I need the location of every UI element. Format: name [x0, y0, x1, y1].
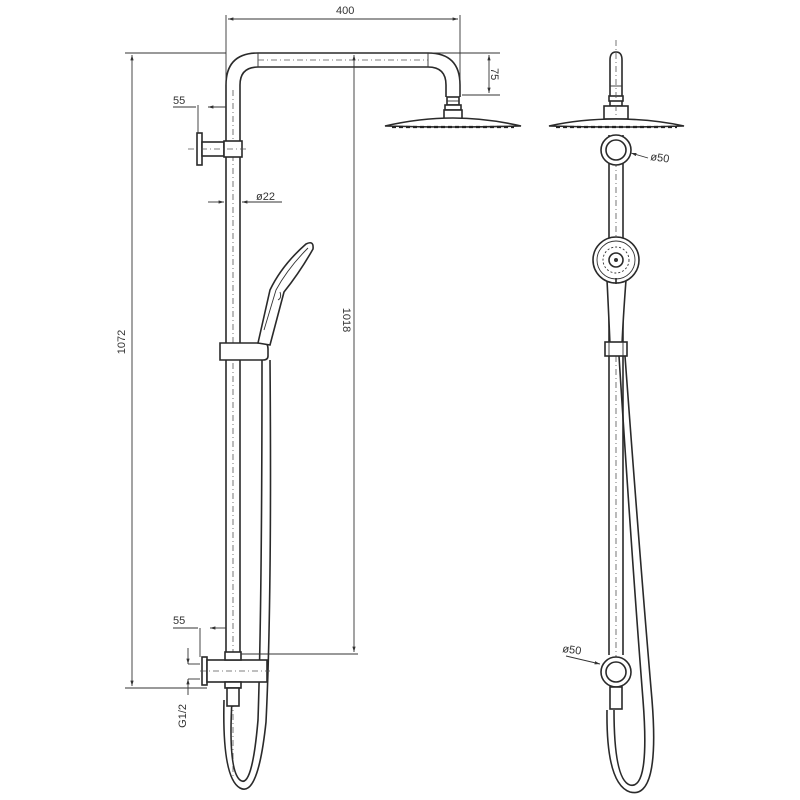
hand-shower-side: [257, 242, 314, 346]
slide-holder-front: [604, 341, 628, 357]
side-view: 400 75 55 ø22 1072: [116, 5, 522, 790]
dimension-bracket-bottom: ø50: [562, 643, 601, 665]
dim-label-1018: 1018: [340, 308, 352, 332]
dimension-75: 75: [432, 52, 500, 96]
dim-label-400: 400: [336, 5, 354, 17]
dim-label-75: 75: [488, 68, 500, 80]
riser-front: [608, 135, 624, 700]
dimension-55-bottom: 55: [173, 615, 226, 657]
slide-holder: [219, 342, 269, 361]
dimension-1072: 1072: [116, 55, 207, 689]
dim-label-50-top: ø50: [650, 151, 670, 166]
dimension-1018: 1018: [241, 55, 358, 655]
shower-arm-front: [603, 40, 629, 120]
dimension-55-top: 55: [173, 95, 226, 133]
shower-head-side: [384, 117, 522, 129]
dimension-g12: G1/2: [177, 648, 200, 728]
wall-bracket-bottom-front: [600, 656, 632, 710]
dimension-pipe-diameter: ø22: [208, 191, 282, 204]
dim-label-50-bottom: ø50: [562, 643, 582, 658]
front-view: ø50 ø50: [548, 40, 685, 794]
dim-label-55-bottom: 55: [173, 615, 185, 627]
dimension-bracket-top: ø50: [630, 151, 670, 166]
dim-label-1072: 1072: [116, 330, 128, 354]
dim-label-22: ø22: [256, 191, 275, 203]
bottom-elbow: [200, 651, 270, 707]
hose-front: [606, 355, 655, 794]
wall-bracket-top-front: [600, 134, 632, 166]
hand-shower-front: [592, 236, 640, 346]
hose-side: [223, 359, 272, 790]
dim-label-g12: G1/2: [177, 704, 189, 728]
shower-head-front: [548, 118, 685, 129]
wall-bracket-top: [188, 132, 248, 166]
shower-arm: [225, 52, 463, 121]
dim-label-55-top: 55: [173, 95, 185, 107]
dimension-400: 400: [225, 5, 461, 95]
